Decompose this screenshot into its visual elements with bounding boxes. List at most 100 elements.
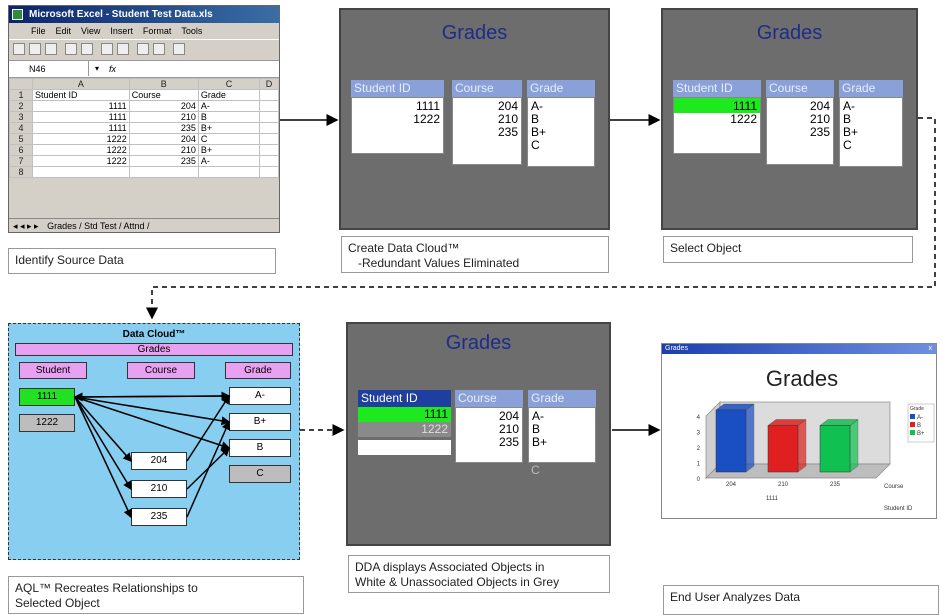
cloud-student[interactable]: 1222 bbox=[19, 414, 75, 432]
cell[interactable] bbox=[128, 166, 199, 178]
cell[interactable]: 1222 bbox=[32, 133, 130, 145]
col-header-grade[interactable]: Grade bbox=[527, 80, 595, 97]
cut-icon[interactable] bbox=[101, 43, 113, 55]
col-header-c[interactable]: C bbox=[197, 78, 261, 90]
close-icon[interactable]: x bbox=[928, 345, 933, 352]
cell[interactable] bbox=[259, 111, 279, 123]
list-item[interactable]: 210 bbox=[809, 112, 830, 126]
cell[interactable]: B bbox=[197, 111, 261, 123]
find-icon[interactable] bbox=[153, 43, 165, 55]
list-item[interactable]: B bbox=[531, 112, 540, 126]
row-header[interactable]: 2 bbox=[9, 100, 33, 112]
col-header-student-id[interactable]: Student ID bbox=[358, 390, 451, 407]
menu-tools[interactable]: Tools bbox=[181, 26, 203, 36]
preview-icon[interactable] bbox=[81, 43, 93, 55]
col-header-grade[interactable]: Grade bbox=[528, 390, 596, 407]
cell[interactable]: 1222 bbox=[32, 155, 130, 167]
copy-icon[interactable] bbox=[117, 43, 129, 55]
row-header[interactable]: 3 bbox=[9, 111, 33, 123]
list-item[interactable]: 235 bbox=[498, 435, 519, 449]
cell[interactable]: 1111 bbox=[32, 100, 130, 112]
cell[interactable]: 210 bbox=[128, 144, 199, 156]
list-item[interactable]: 204 bbox=[497, 99, 518, 113]
cell[interactable]: 235 bbox=[128, 155, 199, 167]
row-header[interactable]: 6 bbox=[9, 144, 33, 156]
sheet-nav-icon[interactable]: ◂ ◂ ▸ ▸ bbox=[13, 221, 39, 231]
selected-list-item[interactable]: 1111 bbox=[674, 98, 760, 113]
name-box[interactable]: N46 bbox=[9, 61, 89, 76]
spellcheck-icon[interactable] bbox=[137, 43, 149, 55]
cell[interactable]: Student ID bbox=[32, 89, 130, 101]
col-header-course[interactable]: Course bbox=[455, 390, 523, 407]
cell[interactable]: 1222 bbox=[32, 144, 130, 156]
selected-list-item[interactable]: 1111 bbox=[358, 407, 451, 422]
row-header[interactable]: 7 bbox=[9, 155, 33, 167]
cell[interactable]: Grade bbox=[197, 89, 261, 101]
save-icon[interactable] bbox=[45, 43, 57, 55]
col-header-d[interactable]: D bbox=[259, 78, 279, 90]
list-item[interactable]: 1111 bbox=[415, 99, 440, 113]
list-item[interactable]: 204 bbox=[809, 99, 830, 113]
menu-edit[interactable]: Edit bbox=[55, 26, 72, 36]
cell[interactable]: 204 bbox=[128, 100, 199, 112]
cell[interactable]: 204 bbox=[128, 133, 199, 145]
list-item[interactable]: 210 bbox=[497, 112, 518, 126]
list-item-empty[interactable] bbox=[358, 440, 451, 455]
list-item[interactable]: C bbox=[531, 138, 540, 152]
col-header-student-id[interactable]: Student ID bbox=[351, 80, 444, 97]
cell[interactable] bbox=[197, 166, 261, 178]
cell[interactable] bbox=[259, 166, 279, 178]
cloud-grade[interactable]: B bbox=[229, 439, 291, 457]
menu-file[interactable]: File bbox=[31, 26, 46, 36]
row-header[interactable]: 1 bbox=[9, 89, 33, 101]
list-item[interactable]: 235 bbox=[809, 125, 830, 139]
col-header-grade[interactable]: Grade bbox=[839, 80, 903, 97]
list-item[interactable]: 210 bbox=[498, 422, 519, 436]
list-item[interactable]: 1222 bbox=[413, 112, 440, 126]
row-header[interactable]: 5 bbox=[9, 133, 33, 145]
list-item[interactable]: 204 bbox=[498, 409, 519, 423]
print-icon[interactable] bbox=[65, 43, 77, 55]
cell[interactable]: 1111 bbox=[32, 122, 130, 134]
row-header[interactable]: 8 bbox=[9, 166, 33, 178]
cell[interactable]: B+ bbox=[197, 144, 261, 156]
chevron-down-icon[interactable]: ▾ bbox=[95, 64, 100, 73]
list-item[interactable]: B bbox=[532, 422, 541, 436]
list-item[interactable]: B+ bbox=[843, 125, 859, 139]
cell[interactable] bbox=[259, 89, 279, 101]
list-item[interactable]: 235 bbox=[497, 125, 518, 139]
sheet-tab-list[interactable]: Grades / Std Test / Attnd / bbox=[47, 221, 150, 231]
menu-view[interactable]: View bbox=[81, 26, 101, 36]
cell[interactable] bbox=[259, 155, 279, 167]
col-header-course[interactable]: Course bbox=[452, 80, 522, 97]
col-header-course[interactable]: Course bbox=[766, 80, 834, 97]
menu-format[interactable]: Format bbox=[142, 26, 172, 36]
row-header[interactable]: 4 bbox=[9, 122, 33, 134]
col-header-b[interactable]: B bbox=[128, 78, 199, 90]
new-icon[interactable] bbox=[13, 43, 25, 55]
list-item[interactable]: A- bbox=[531, 99, 543, 113]
menu-insert[interactable]: Insert bbox=[110, 26, 133, 36]
cell[interactable]: Course bbox=[128, 89, 199, 101]
cell[interactable]: B+ bbox=[197, 122, 261, 134]
cell[interactable] bbox=[259, 122, 279, 134]
cell[interactable] bbox=[259, 144, 279, 156]
scissors-icon[interactable] bbox=[173, 43, 185, 55]
col-header-student-id[interactable]: Student ID bbox=[673, 80, 761, 97]
list-item[interactable]: B+ bbox=[531, 125, 547, 139]
list-item[interactable]: B+ bbox=[532, 435, 548, 449]
cell[interactable]: A- bbox=[197, 100, 261, 112]
cell[interactable]: A- bbox=[197, 155, 261, 167]
list-item[interactable]: A- bbox=[532, 409, 544, 423]
list-item[interactable]: C bbox=[843, 138, 852, 152]
list-item[interactable]: B bbox=[843, 112, 852, 126]
cell[interactable] bbox=[32, 166, 130, 178]
list-item[interactable]: 1222 bbox=[730, 112, 757, 126]
list-item-unassociated[interactable]: C bbox=[531, 463, 540, 477]
open-icon[interactable] bbox=[29, 43, 41, 55]
cell[interactable]: C bbox=[197, 133, 261, 145]
cell[interactable]: 235 bbox=[128, 122, 199, 134]
cloud-grade[interactable]: C bbox=[229, 465, 291, 483]
list-item-unassociated[interactable]: 1222 bbox=[358, 422, 451, 437]
cell[interactable] bbox=[259, 133, 279, 145]
